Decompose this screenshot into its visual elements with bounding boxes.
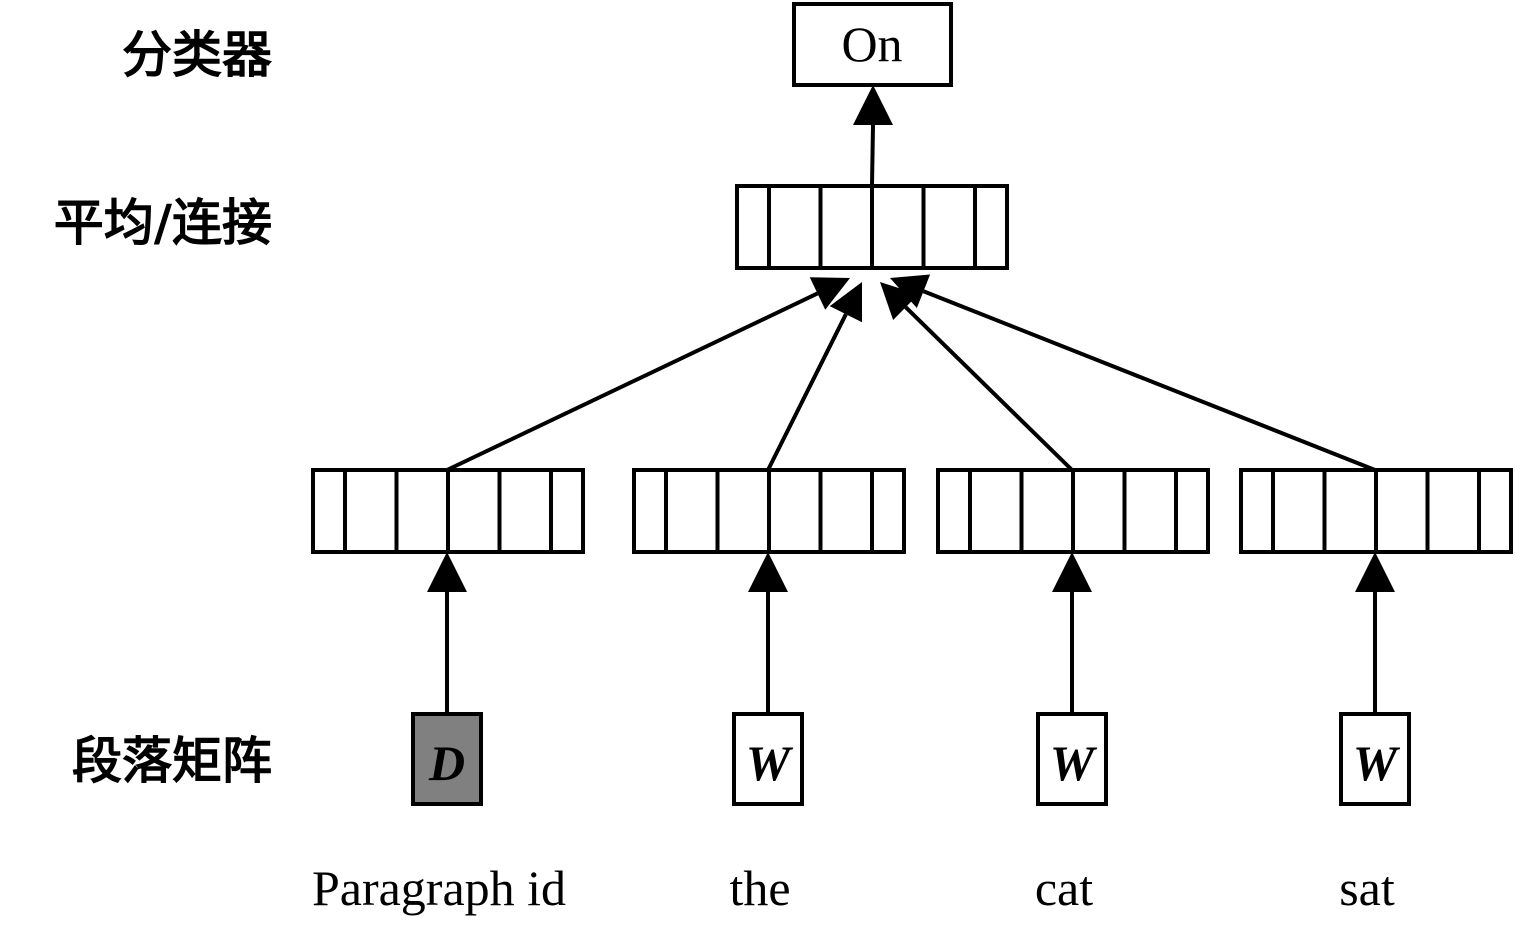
converge-arrows — [446, 274, 1376, 472]
word-label-0: Paragraph id — [312, 860, 566, 916]
arrow-matrix-2-to-vector — [1052, 552, 1092, 714]
input-vector-0 — [311, 468, 585, 554]
word-label-3: sat — [1339, 860, 1395, 916]
arrow-input-3-to-aggregate — [890, 274, 1376, 472]
word-matrix-box: W — [732, 712, 804, 806]
matrix-label: W — [746, 735, 794, 791]
arrow-matrix-1-to-vector — [748, 552, 788, 714]
word-matrix-box: W — [1339, 712, 1411, 806]
lookup-arrows — [427, 552, 1395, 714]
row-label-average-concat: 平均/连接 — [54, 193, 272, 252]
paragraph-matrix-box: D — [411, 712, 483, 806]
matrix-label: D — [428, 735, 465, 791]
arrow-input-1-to-aggregate — [766, 282, 862, 471]
classifier-output-label: On — [841, 16, 902, 72]
matrix-label: W — [1050, 735, 1098, 791]
row-label-classifier: 分类器 — [122, 25, 273, 84]
input-vector-2 — [936, 468, 1210, 554]
aggregate-vector — [735, 184, 1009, 270]
aggregate-vector-cells — [735, 184, 1009, 270]
arrow-matrix-3-to-vector — [1355, 552, 1395, 714]
input-vector-3 — [1239, 468, 1513, 554]
row-label-paragraph-matrix: 段落矩阵 — [72, 731, 272, 790]
input-vector-1 — [632, 468, 906, 554]
word-label-1: the — [729, 860, 790, 916]
matrix-label: W — [1353, 735, 1401, 791]
word-label-2: cat — [1035, 860, 1093, 916]
word-matrix-box: W — [1036, 712, 1108, 806]
arrow-aggregate-to-output — [853, 85, 893, 186]
word-labels: Paragraph id the cat sat — [312, 860, 1395, 916]
input-vectors — [311, 468, 1513, 554]
arrow-input-0-to-aggregate — [446, 277, 850, 472]
arrow-matrix-0-to-vector — [427, 552, 467, 714]
classifier-output-box: On — [792, 2, 953, 87]
